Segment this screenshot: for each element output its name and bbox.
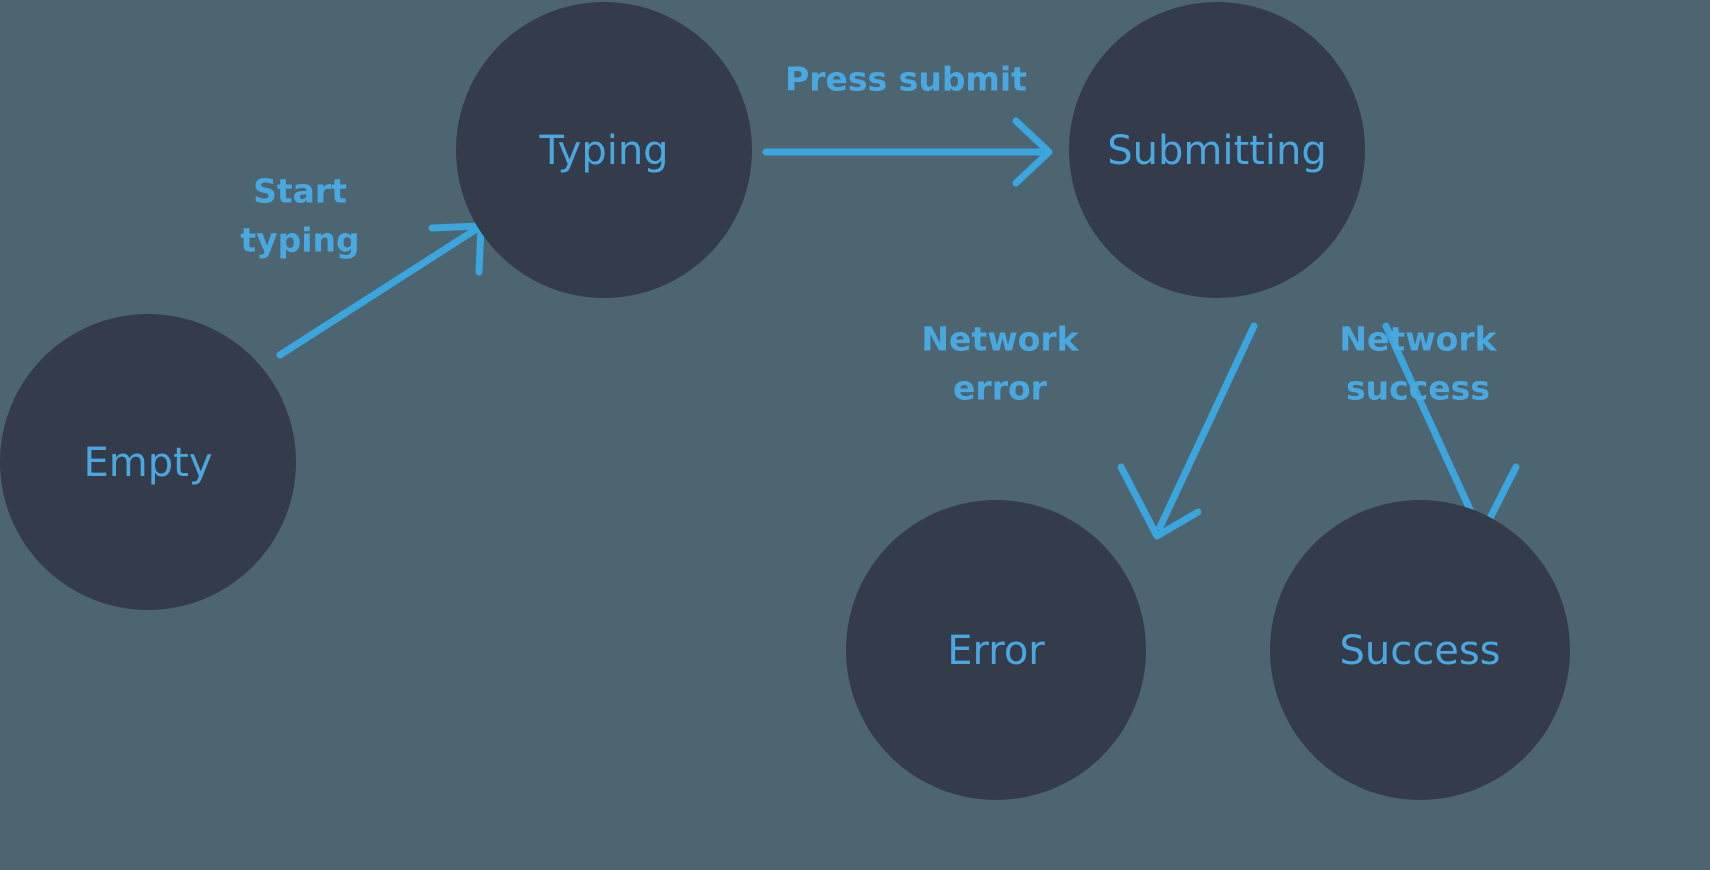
edge-typing-to-submitting-arrowhead bbox=[1012, 117, 1053, 187]
state-node-success[interactable]: Success bbox=[1270, 500, 1570, 800]
state-node-typing-label: Typing bbox=[538, 128, 668, 174]
edge-label-network-success: Network success bbox=[1339, 320, 1497, 408]
state-node-success-circle[interactable] bbox=[1270, 500, 1570, 800]
state-node-success-label: Success bbox=[1339, 628, 1500, 674]
edge-submitting-to-error bbox=[1117, 322, 1258, 540]
state-node-error-circle[interactable] bbox=[846, 500, 1146, 800]
edge-submitting-to-error-arrowhead bbox=[1117, 463, 1202, 540]
state-node-empty-circle[interactable] bbox=[0, 314, 296, 610]
state-node-empty[interactable]: Empty bbox=[0, 314, 296, 610]
edge-empty-to-typing-line bbox=[276, 224, 482, 359]
edge-label-network-error: Network error bbox=[921, 320, 1079, 408]
state-node-typing[interactable]: Typing bbox=[456, 2, 752, 298]
state-node-error-label: Error bbox=[947, 628, 1045, 674]
state-node-typing-circle[interactable] bbox=[456, 2, 752, 298]
edge-submitting-to-success-line bbox=[1382, 322, 1482, 531]
edge-typing-to-submitting bbox=[762, 117, 1053, 187]
state-node-empty-label: Empty bbox=[84, 440, 213, 486]
state-node-submitting[interactable]: Submitting bbox=[1069, 2, 1365, 298]
edge-label-press-submit-line1: Press submit bbox=[785, 60, 1027, 99]
edge-label-start-typing: Start typing bbox=[240, 172, 359, 260]
state-node-submitting-label: Submitting bbox=[1107, 128, 1326, 174]
state-node-error[interactable]: Error bbox=[846, 500, 1146, 800]
edge-label-start-typing-line2: typing bbox=[240, 221, 359, 260]
edge-label-network-error-line2: error bbox=[953, 369, 1048, 408]
edge-label-start-typing-line1: Start bbox=[253, 172, 347, 211]
edge-label-network-success-line1: Network bbox=[1339, 320, 1497, 359]
edge-label-network-success-line2: success bbox=[1346, 369, 1490, 408]
edge-label-network-error-line1: Network bbox=[921, 320, 1079, 359]
state-node-submitting-circle[interactable] bbox=[1069, 2, 1365, 298]
edge-label-press-submit: Press submit bbox=[785, 60, 1027, 99]
edge-submitting-to-error-line bbox=[1156, 322, 1258, 531]
